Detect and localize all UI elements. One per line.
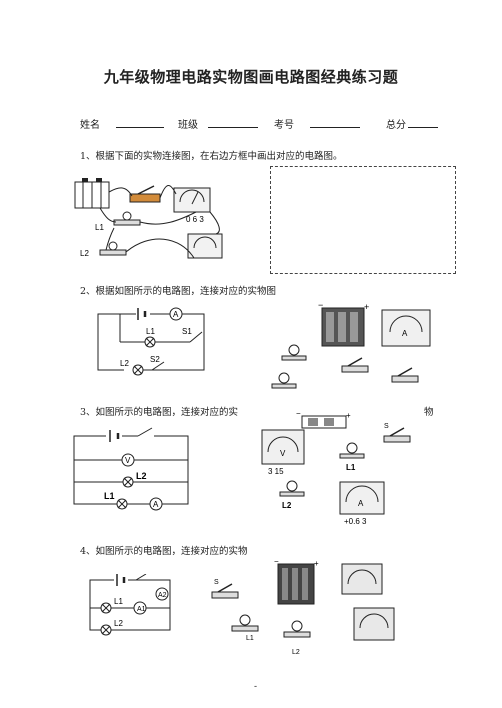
q4-label-l2: L2 — [114, 619, 123, 628]
exam-no-label: 考号 — [274, 120, 294, 131]
q4-label-s: S — [214, 579, 219, 586]
ammeter-a2-icon — [341, 563, 383, 595]
name-label: 姓名 — [80, 120, 100, 131]
question-4: 4、如图所示的电路图，连接对应的实物 — [80, 546, 248, 557]
total-blank[interactable] — [408, 127, 438, 128]
q3-physical-parts: − + V 3 15 L1 S L2 A +0.6 3 — [261, 410, 411, 526]
question-1: 1、根据下面的实物连接图，在右边方框中画出对应的电路图。 — [80, 151, 343, 162]
battery-icon — [74, 178, 110, 209]
switch-s1-icon — [341, 357, 369, 373]
ammeter-icon: A +0.6 3 — [339, 481, 385, 526]
footer-mark: - — [254, 682, 258, 692]
answer-box[interactable] — [270, 166, 456, 274]
q3-label-l1: L1 — [104, 491, 115, 501]
label-l1: L1 — [95, 223, 104, 232]
q3-ammeter-scale: +0.6 3 — [344, 517, 367, 526]
battery-icon: − + — [318, 300, 369, 347]
q2-label-s1: S1 — [182, 327, 192, 336]
q3-ammeter-label: A — [153, 500, 159, 509]
ammeter-scale-label: 0 6 3 — [186, 215, 204, 224]
switch-s2-icon — [391, 367, 419, 383]
q1-physical-circuit: 0 6 3 L1 L2 — [74, 178, 223, 259]
voltmeter-icon: V 3 15 — [261, 429, 305, 476]
q3-voltmeter-label: V — [125, 456, 131, 465]
q2-minus: − — [318, 300, 323, 310]
q2-circuit-diagram: A L1 S1 L2 S2 — [97, 307, 205, 376]
q2-ammeter-label: A — [173, 310, 179, 319]
battery-icon: − + — [274, 557, 319, 605]
q3-label-l2: L2 — [136, 471, 147, 481]
q4-parts-l2: L2 — [292, 649, 300, 656]
question-3: 3、如图所示的电路图，连接对应的实 — [80, 407, 239, 418]
q3-circuit-diagram: V L2 L1 A — [73, 427, 189, 511]
class-label: 班级 — [178, 120, 198, 131]
q2-label-l1: L1 — [146, 327, 155, 336]
q4-label-l1: L1 — [114, 597, 123, 606]
q4-minus: − — [274, 557, 279, 566]
ammeter-a1-icon — [353, 607, 395, 641]
lamp-l2-icon: L2 — [283, 620, 311, 656]
q3-parts-l2: L2 — [282, 501, 292, 510]
switch-icon: S — [383, 423, 411, 443]
q3-meter-a: A — [358, 499, 364, 508]
ammeter-icon: A — [381, 309, 431, 347]
q4-circuit-diagram: L1 A1 A2 L2 — [89, 574, 171, 636]
q3-label-s: S — [384, 423, 389, 430]
switch-icon: S — [211, 579, 239, 599]
class-blank[interactable] — [208, 127, 258, 128]
q3-plus: + — [346, 411, 351, 420]
name-blank[interactable] — [116, 127, 164, 128]
lamp-l1-icon: L1 — [339, 442, 365, 472]
ammeter-icon: 0 6 3 — [173, 187, 211, 224]
q2-label-s2: S2 — [150, 355, 160, 364]
q2-physical-parts: − + A — [271, 300, 431, 389]
lamp-l2-icon: L2 — [80, 241, 127, 258]
q4-physical-parts: S − + L1 L2 — [211, 557, 395, 656]
q2-label-l2: L2 — [120, 359, 129, 368]
battery-icon: − + — [296, 410, 351, 429]
q3-voltmeter-scale: 3 15 — [268, 467, 284, 476]
lamp-l2-icon: L2 — [279, 480, 305, 510]
q4-parts-l1: L1 — [246, 635, 254, 642]
q4-plus: + — [314, 559, 319, 568]
q3-parts-l1: L1 — [346, 463, 356, 472]
q4-label-a2: A2 — [158, 592, 167, 599]
q2-meter-a: A — [402, 329, 408, 338]
label-l2: L2 — [80, 249, 89, 258]
q2-plus: + — [364, 302, 369, 312]
q4-label-a1: A1 — [137, 606, 146, 613]
lamp-l2-icon — [271, 372, 297, 389]
switch-icon — [129, 185, 161, 203]
total-label: 总分 — [386, 120, 406, 131]
question-2: 2、根据如图所示的电路图，连接对应的实物图 — [80, 286, 277, 297]
page-title: 九年级物理电路实物图画电路图经典练习题 — [103, 68, 399, 86]
q3-meter-v: V — [280, 449, 286, 458]
q3-minus: − — [296, 410, 301, 418]
question-3-tail: 物 — [424, 407, 434, 418]
exam-no-blank[interactable] — [310, 127, 360, 128]
lamp-l1-icon — [281, 344, 307, 361]
voltmeter-icon — [187, 233, 223, 259]
lamp-l1-icon: L1 — [95, 211, 141, 232]
lamp-l1-icon: L1 — [231, 614, 259, 642]
